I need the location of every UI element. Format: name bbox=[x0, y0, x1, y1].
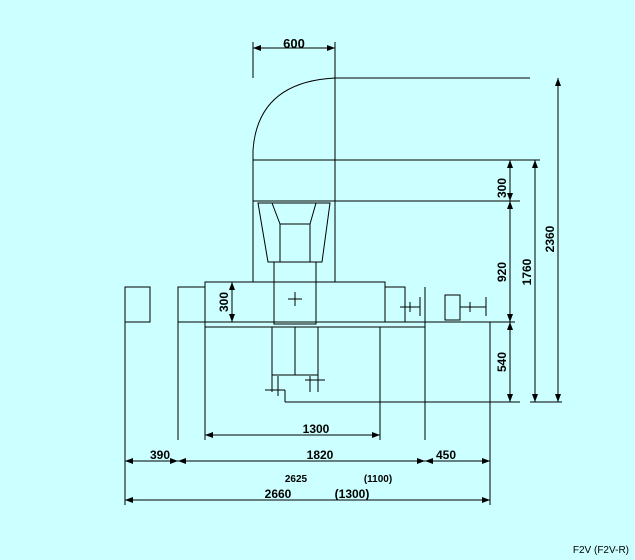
machine-outline bbox=[124, 77, 540, 505]
model-label: F2V (F2V-R) bbox=[573, 545, 629, 556]
dim-1300: 1300 bbox=[303, 422, 330, 436]
dim-300-upper: 300 bbox=[495, 178, 509, 198]
dim-2660: 2660 bbox=[265, 487, 292, 501]
hood-arc bbox=[252, 77, 530, 160]
dim-1760: 1760 bbox=[520, 258, 534, 285]
far-left-box bbox=[124, 286, 151, 323]
dim-1820: 1820 bbox=[307, 448, 334, 462]
dim-2360: 2360 bbox=[543, 225, 557, 252]
dim-2625: 2625 bbox=[285, 474, 308, 485]
dim-600: 600 bbox=[283, 36, 305, 51]
dim-540: 540 bbox=[495, 352, 509, 372]
dim-1100: (1100) bbox=[364, 474, 392, 485]
hopper bbox=[257, 202, 331, 263]
arrowheads bbox=[125, 45, 561, 503]
hopper-throat bbox=[279, 223, 311, 263]
dim-450: 450 bbox=[436, 448, 456, 462]
dim-390: 390 bbox=[150, 448, 170, 462]
left-frame bbox=[177, 286, 206, 323]
dim-300-body: 300 bbox=[217, 292, 231, 312]
right-frame bbox=[384, 286, 406, 323]
dim-920: 920 bbox=[495, 262, 509, 282]
right-unit bbox=[444, 294, 461, 321]
dim-1300-paren: (1300) bbox=[335, 487, 370, 501]
